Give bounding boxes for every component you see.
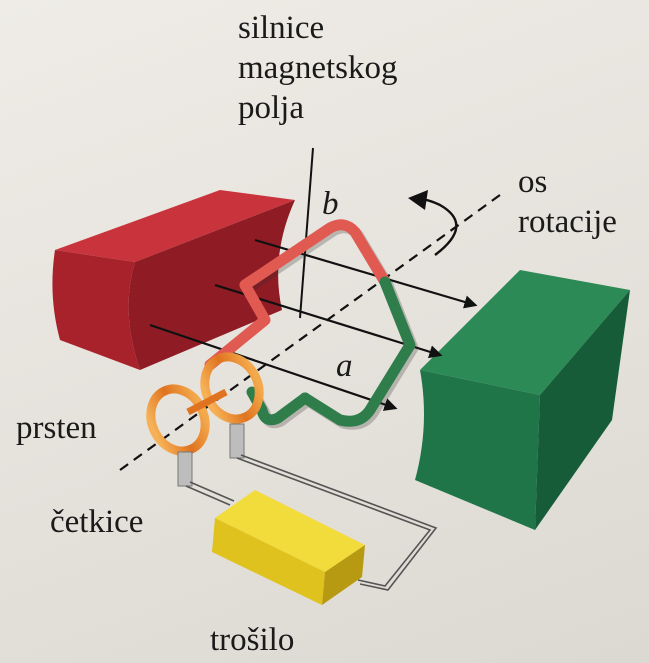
conductor-loop <box>204 219 419 430</box>
field-lines-label-line2: magnetskog <box>238 50 398 86</box>
wires <box>185 454 438 591</box>
brush-left <box>177 451 193 487</box>
brushes-label: četkice <box>50 504 144 540</box>
rotation-axis-label: os rotacije <box>518 162 648 242</box>
side-b-label: b <box>322 186 339 222</box>
brush-right <box>229 423 245 459</box>
north-magnet <box>52 190 295 370</box>
south-magnet <box>415 270 630 530</box>
slip-rings <box>146 352 264 456</box>
brushes <box>177 423 245 487</box>
field-lines-label: silnice magnetskog polja <box>238 8 458 128</box>
load-box <box>212 490 365 605</box>
slip-ring-front <box>146 384 210 456</box>
side-a-label: a <box>336 348 353 384</box>
rotation-axis-label-line2: rotacije <box>518 204 617 240</box>
field-lines-label-line1: silnice <box>238 10 325 46</box>
rotation-axis-label-line1: os <box>518 164 548 200</box>
field-arrow-3 <box>149 323 398 411</box>
load-label: trošilo <box>210 622 295 658</box>
ring-label: prsten <box>16 410 97 446</box>
rotation-arrow-icon <box>408 190 458 256</box>
field-lines-label-line3: polja <box>238 90 304 126</box>
field-label-pointer <box>299 147 314 319</box>
